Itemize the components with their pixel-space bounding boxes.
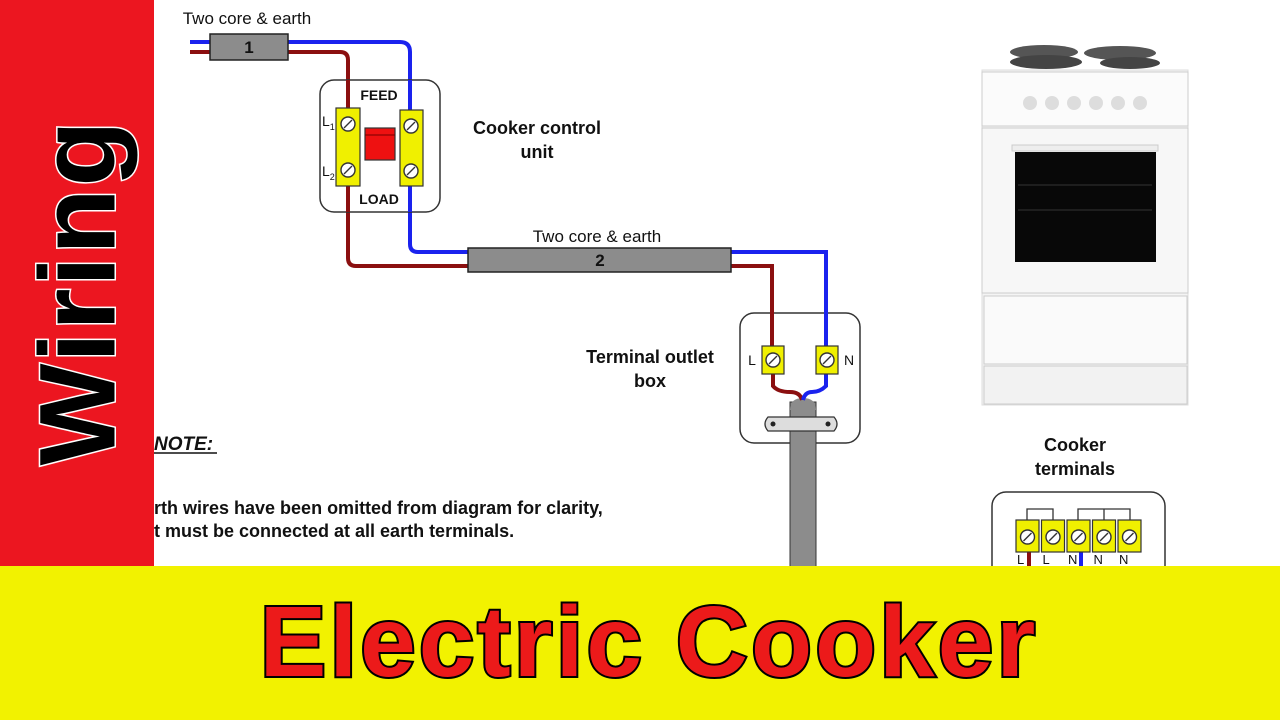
live-wire [190, 50, 350, 112]
cooker-terminal-label: L [1043, 552, 1050, 567]
side-title: Wiring [15, 117, 139, 467]
cooker-image [981, 45, 1189, 406]
neutral-wire [408, 186, 470, 254]
note-line-1: rth wires have been omitted from diagram… [154, 498, 603, 518]
control-unit-label-line2: unit [521, 142, 554, 162]
cable-2: 2 Two core & earth [467, 227, 828, 352]
cable-1: 1 Two core & earth [183, 9, 412, 112]
note-line-2: t must be connected at all earth termina… [154, 521, 514, 541]
cooker-control-unit: FEED LOAD L1 L2 [319, 79, 441, 213]
cooker-terminal-label: N [1068, 552, 1077, 567]
l2-label: L2 [322, 163, 335, 182]
feed-label: FEED [360, 87, 397, 103]
live-wire [346, 186, 470, 268]
cooker-terminals-label-line1: Cooker [1044, 435, 1106, 455]
note-heading: NOTE: [154, 434, 213, 455]
cooker-terminal-label: N [1119, 552, 1128, 567]
switch-red [364, 127, 396, 161]
outlet-label-line1: Terminal outlet [586, 347, 714, 367]
cable-1-number: 1 [244, 38, 253, 57]
terminal-outlet-box: L N [739, 300, 861, 569]
cooker-terminal-label: L [1017, 552, 1024, 567]
cable-clamp [764, 416, 838, 432]
cable-2-number: 2 [595, 251, 604, 270]
cable-2-sheath [467, 247, 732, 273]
main-title: Electric Cooker [258, 584, 1039, 700]
cooker-terminal-label: N [1094, 552, 1103, 567]
load-label: LOAD [359, 191, 399, 207]
cable-1-sheath [209, 33, 289, 61]
neutral-wire [190, 40, 412, 112]
n-label: N [844, 352, 854, 368]
title-band [0, 566, 1280, 720]
cable-1-caption: Two core & earth [183, 9, 312, 28]
control-unit-label-line1: Cooker control [473, 118, 601, 138]
cable-2-caption: Two core & earth [533, 227, 662, 246]
l1-label: L1 [322, 113, 335, 132]
side-banner: Wiring [0, 0, 154, 566]
outlet-label-line2: box [634, 371, 666, 391]
cooker-terminals-label-line2: terminals [1035, 459, 1115, 479]
l-label: L [748, 352, 756, 368]
